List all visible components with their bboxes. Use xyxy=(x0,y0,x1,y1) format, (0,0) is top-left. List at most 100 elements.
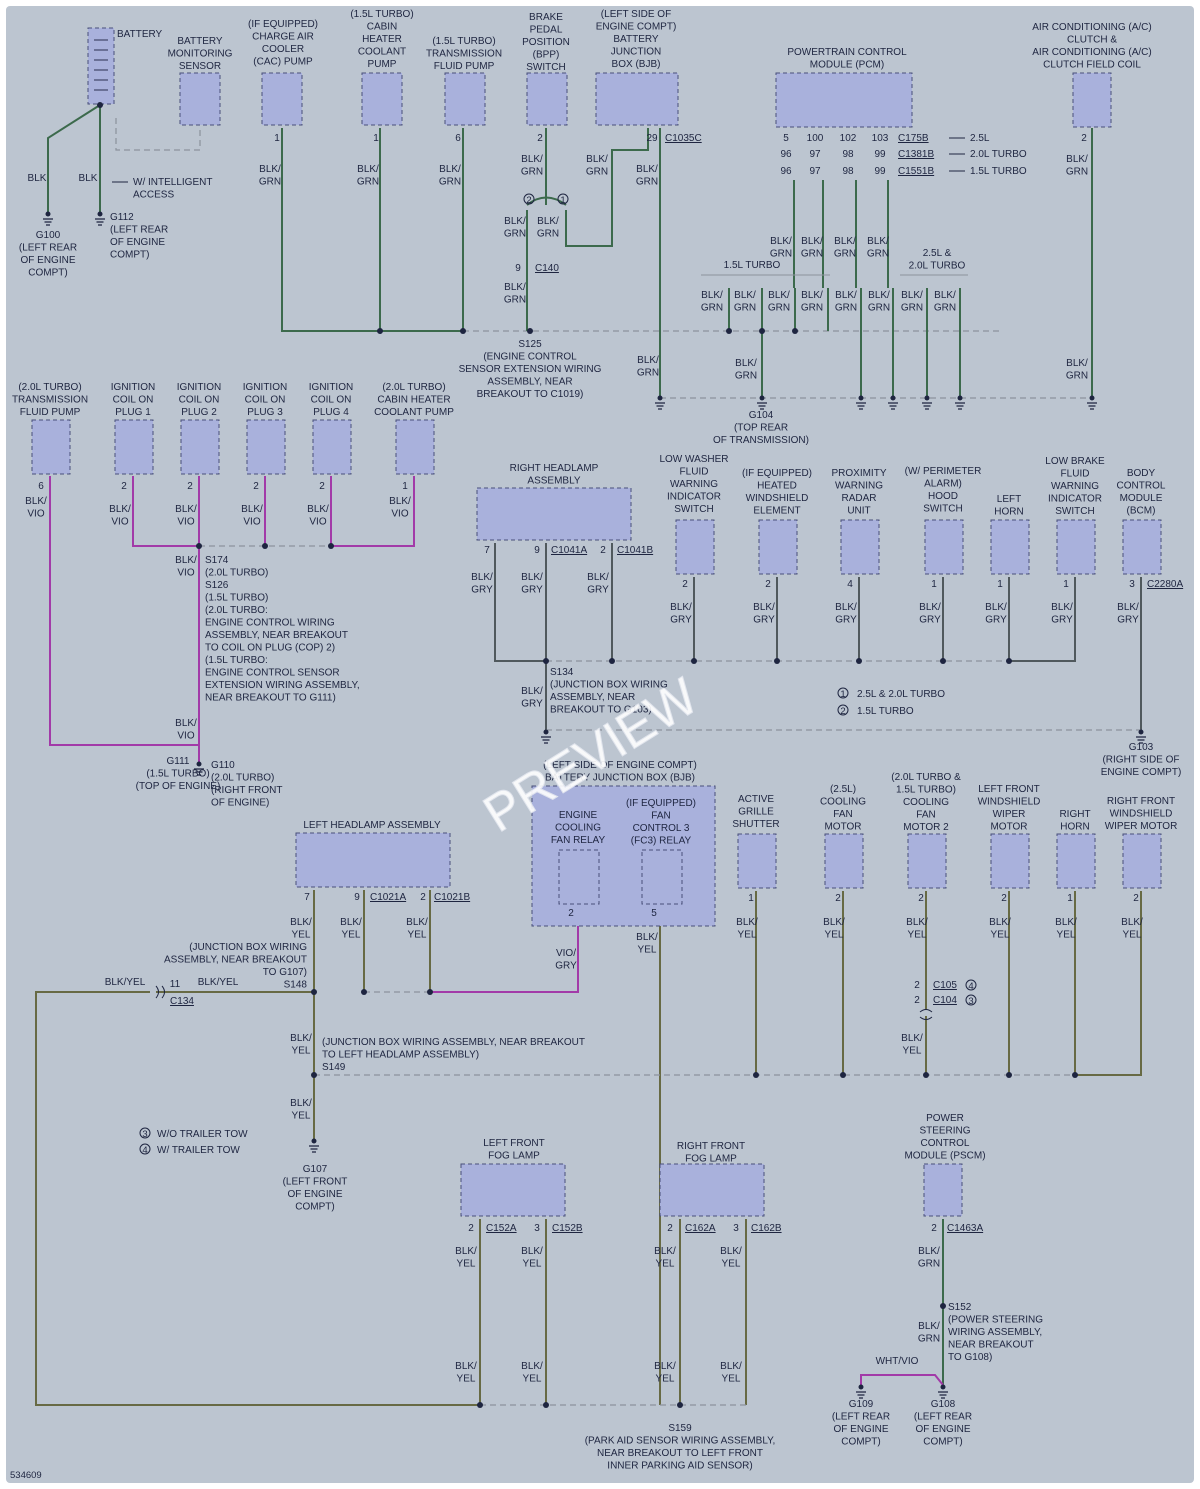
s174-label-line: (2.0L TURBO: xyxy=(205,605,268,616)
pin: 3 xyxy=(534,1223,540,1234)
ac-clutch-label-line: AIR CONDITIONING (A/C) xyxy=(1032,47,1151,58)
trans20-label-line: (2.0L TURBO) xyxy=(18,382,81,393)
s159-label-line: INNER PARKING AID SENSOR) xyxy=(607,1461,752,1472)
lbf-label-line: WARNING xyxy=(1051,481,1099,492)
wire-color-line: VIO/ xyxy=(556,948,576,959)
pcm-pin: 98 xyxy=(842,166,854,177)
wire-color-line: BLK/ xyxy=(753,602,775,613)
pcm-pin: 97 xyxy=(809,149,821,160)
wire-color-line: GRN xyxy=(918,1334,940,1345)
wire-color-line: BLK/ xyxy=(521,572,543,583)
wire-color-line: BLK/ xyxy=(1051,602,1073,613)
wire-color-line: GRY xyxy=(1117,615,1139,626)
wire-color-line: BLK/ xyxy=(901,1033,923,1044)
g109-label-line: COMPT) xyxy=(841,1437,880,1448)
wire-color-line: BLK/ xyxy=(835,602,857,613)
component-layer xyxy=(31,27,1162,1408)
wire-color-line: YEL xyxy=(292,1111,311,1122)
wire-color-line: BLK/ xyxy=(175,504,197,515)
fc3-label-line: (FC3) RELAY xyxy=(631,836,692,847)
option-circle-1 xyxy=(557,193,569,205)
g107-label-line: (LEFT FRONT xyxy=(283,1177,348,1188)
diagram-paper xyxy=(6,6,1194,1483)
ac-clutch-label-line: AIR CONDITIONING (A/C) xyxy=(1032,22,1151,33)
wire xyxy=(526,196,567,206)
wire xyxy=(132,476,199,547)
w-intelligent-access-line: ACCESS xyxy=(133,190,174,201)
pcm-pin: 102 xyxy=(840,133,857,144)
trans20-ground-wire xyxy=(49,476,198,746)
wire-color-line: BLK/ xyxy=(736,917,758,928)
wire-color-line: BLK/ xyxy=(701,290,723,301)
trans-fluid-pump-15 xyxy=(444,72,486,126)
g104-label-line: (TOP REAR xyxy=(734,423,788,434)
splice-dot xyxy=(774,658,780,664)
g109-label-line: (LEFT REAR xyxy=(832,1412,890,1423)
wire-color-line: BLK/ xyxy=(389,496,411,507)
g109-wire xyxy=(860,1374,944,1386)
wire-color-line: YEL xyxy=(908,930,927,941)
s134-label-line: (JUNCTION BOX WIRING xyxy=(550,680,668,691)
pin: 1 xyxy=(373,133,379,144)
connector-c1035c: C1035C xyxy=(665,133,702,144)
s159-label-line: (PARK AID SENSOR WIRING ASSEMBLY, xyxy=(585,1436,776,1447)
cop3-label-line: PLUG 3 xyxy=(247,407,283,418)
wire xyxy=(1008,891,1076,1075)
wire-color-line: BLK/ xyxy=(636,932,658,943)
wire-color-line: BLK/ xyxy=(175,555,197,566)
lhl-ground-wires xyxy=(313,890,431,1140)
wire-color-line: VIO xyxy=(243,517,260,528)
lhorn-label-line: LEFT xyxy=(997,494,1021,505)
pin: 2 xyxy=(121,481,127,492)
legend-text: W/O TRAILER TOW xyxy=(157,1129,248,1140)
rhorn-component xyxy=(1056,833,1096,889)
wire-color-line: BLK/ xyxy=(734,290,756,301)
s125-label-line: ASSEMBLY, NEAR xyxy=(487,377,572,388)
cabin20-label-line: (2.0L TURBO) xyxy=(382,382,445,393)
connector-c105: C105 xyxy=(933,980,957,991)
fan2-label-line: (2.0L TURBO & xyxy=(891,772,961,783)
s149-label-line: TO LEFT HEADLAMP ASSEMBLY) xyxy=(322,1050,479,1061)
hood-label-line: (W/ PERIMETER xyxy=(905,466,982,477)
wire-color: BLK/YEL xyxy=(105,977,146,988)
lbf-component xyxy=(1056,519,1096,575)
lbf-label-line: SWITCH xyxy=(1055,506,1094,517)
pcm-label-line: MODULE (PCM) xyxy=(810,60,884,71)
g112-label-line: G112 xyxy=(110,212,134,223)
s148-label-line: ASSEMBLY, NEAR BREAKOUT xyxy=(164,955,307,966)
cop4-label-line: COIL ON xyxy=(311,395,352,406)
wire-color-line: GRY xyxy=(670,615,692,626)
g110-label-line: G110 xyxy=(211,760,235,771)
wire-color-line: GRN xyxy=(768,303,790,314)
fc3-label-line: FAN xyxy=(651,811,670,822)
pin: 2 xyxy=(187,481,193,492)
wire-color-line: BLK/ xyxy=(259,164,281,175)
g110-label-line: (RIGHT FRONT xyxy=(211,785,282,796)
pin: 7 xyxy=(484,545,490,556)
g110-g111-ground xyxy=(194,761,204,776)
cac-label-line: CHARGE AIR xyxy=(252,32,314,43)
splice-dot xyxy=(1072,1072,1078,1078)
pcm-pin: 100 xyxy=(807,133,824,144)
wire-color-line: BLK/ xyxy=(989,917,1011,928)
s174-label-line: S126 xyxy=(205,580,229,591)
cop2-component xyxy=(180,419,220,475)
wire-color-line: VIO xyxy=(309,517,326,528)
circle-num: 1 xyxy=(840,689,845,700)
prox-label-line: WARNING xyxy=(835,481,883,492)
cop3-label-line: COIL ON xyxy=(245,395,286,406)
prox-component xyxy=(840,519,880,575)
wire-color-line: BLK/ xyxy=(307,504,329,515)
lwiper-label-line: WIPER xyxy=(993,809,1026,820)
bms-label-line: MONITORING xyxy=(168,49,233,60)
g100-ground xyxy=(43,211,53,226)
wire-color-line: BLK/ xyxy=(241,504,263,515)
wire-color-line: BLK/ xyxy=(654,1246,676,1257)
wire-color-line: BLK/ xyxy=(918,1321,940,1332)
shutter-label-line: ACTIVE xyxy=(738,794,774,805)
lfog-label-line: FOG LAMP xyxy=(488,1151,540,1162)
pcm-connector: C175B xyxy=(898,133,929,144)
pin: 3 xyxy=(733,1223,739,1234)
fan2-label-line: MOTOR 2 xyxy=(903,822,949,833)
